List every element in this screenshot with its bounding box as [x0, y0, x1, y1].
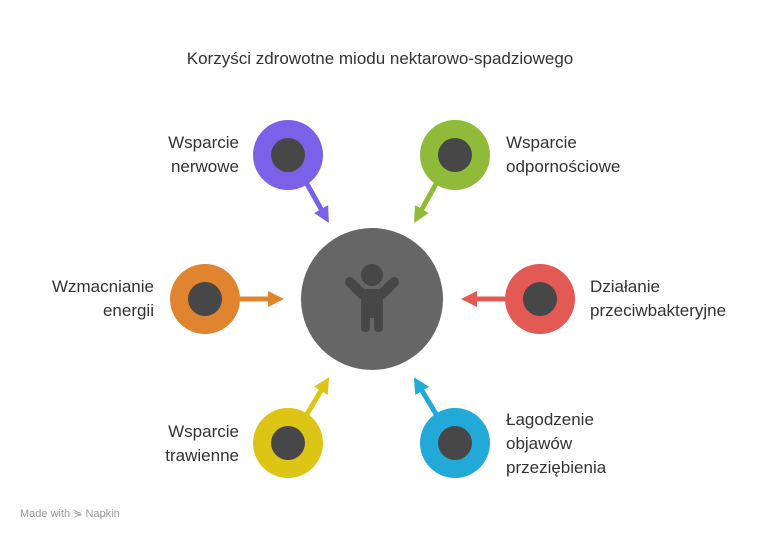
falling-person-icon — [188, 282, 222, 316]
virus-search-icon — [523, 282, 557, 316]
shield-baby-icon — [438, 138, 472, 172]
arrow — [304, 377, 330, 416]
sick-face-icon — [438, 426, 472, 460]
arrow — [414, 182, 439, 223]
arrow — [413, 377, 439, 416]
arrow — [304, 182, 329, 223]
footer-credit: Made with ⋟ Napkin — [20, 508, 120, 520]
brain-icon — [271, 138, 305, 172]
diagram-title: Korzyści zdrowotne miodu nektarowo-spadz… — [186, 49, 574, 68]
happy-drop-icon — [271, 426, 305, 460]
child-icon — [345, 264, 399, 332]
